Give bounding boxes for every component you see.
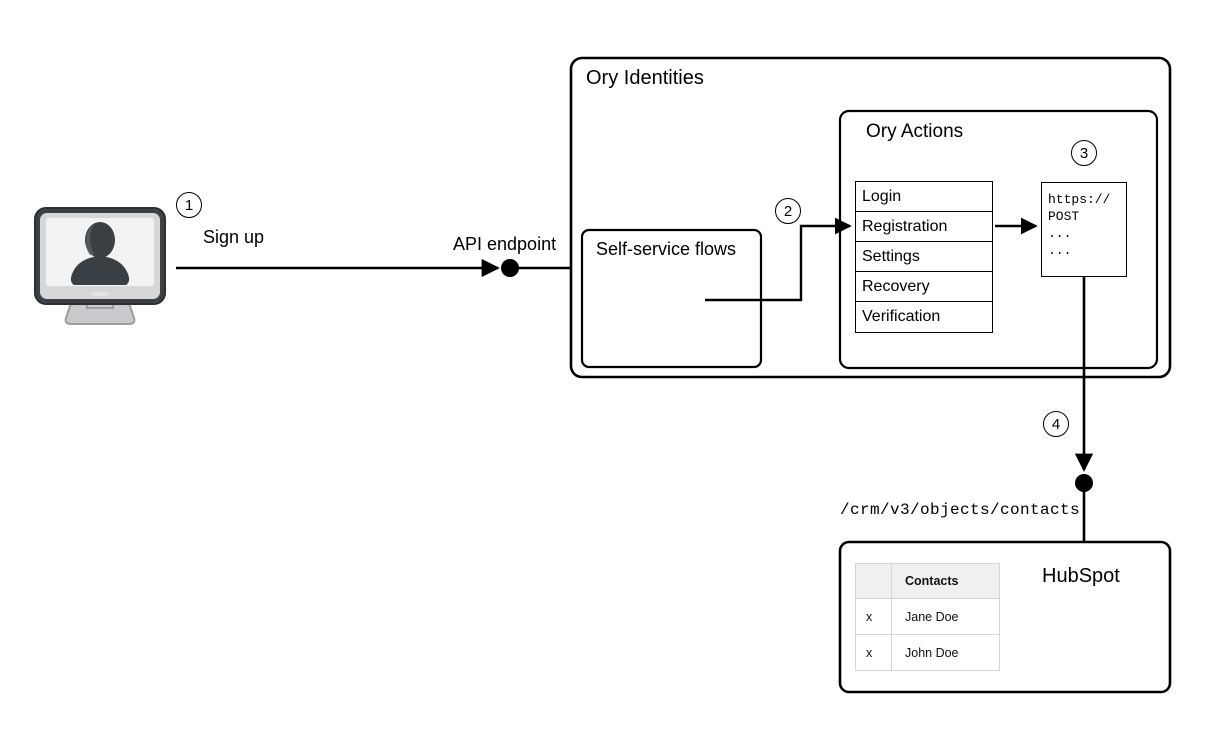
row-contact-name: John Doe: [891, 634, 1000, 671]
webhook-code-line-2: POST: [1048, 209, 1080, 224]
webhook-code-line-3: ...: [1048, 226, 1072, 241]
hubspot-contacts-table: Contacts x Jane Doe x John Doe: [855, 563, 1000, 671]
table-header-row: Contacts: [855, 563, 1000, 599]
arrow-flow-to-registration: [705, 217, 852, 302]
api-endpoint-label: API endpoint: [453, 234, 557, 254]
flow-item-verification[interactable]: Verification: [856, 302, 992, 332]
api-endpoint-dot: [501, 259, 519, 277]
table-row[interactable]: x John Doe: [855, 634, 1000, 671]
step-badge-4: 4: [1043, 411, 1069, 437]
self-service-flows-box: [580, 228, 763, 369]
flow-item-login[interactable]: Login: [856, 182, 992, 212]
table-header-contacts: Contacts: [891, 563, 1000, 599]
row-check-mark[interactable]: x: [855, 598, 892, 635]
ory-flows-list: Login Registration Settings Recovery Ver…: [855, 181, 993, 333]
step-badge-2: 2: [775, 198, 801, 224]
sign-up-label: Sign up: [203, 227, 265, 247]
ory-identities-title: Ory Identities: [586, 67, 704, 89]
ory-actions-title: Ory Actions: [866, 121, 964, 142]
hubspot-box: [838, 540, 1172, 694]
flow-item-settings[interactable]: Settings: [856, 242, 992, 272]
step-badge-3: 3: [1071, 140, 1097, 166]
table-header-check: [855, 563, 892, 599]
self-service-flows-title: Self-service flows: [596, 239, 737, 259]
hubspot-title: HubSpot: [1042, 565, 1120, 587]
webhook-code-line-4: ...: [1048, 243, 1072, 258]
row-contact-name: Jane Doe: [891, 598, 1000, 635]
flow-item-registration[interactable]: Registration: [856, 212, 992, 242]
ory-identities-box: [569, 56, 1172, 379]
flow-item-recovery[interactable]: Recovery: [856, 272, 992, 302]
row-check-mark[interactable]: x: [855, 634, 892, 671]
webhook-code-box: https:// POST ... ...: [1041, 182, 1127, 277]
ory-actions-box: [838, 109, 1159, 370]
table-row[interactable]: x Jane Doe: [855, 598, 1000, 635]
monitor-user-icon: [34, 207, 166, 325]
step-badge-1: 1: [176, 192, 202, 218]
webhook-code-line-1: https://: [1048, 192, 1111, 207]
hubspot-endpoint-path: /crm/v3/objects/contacts: [840, 501, 1081, 519]
